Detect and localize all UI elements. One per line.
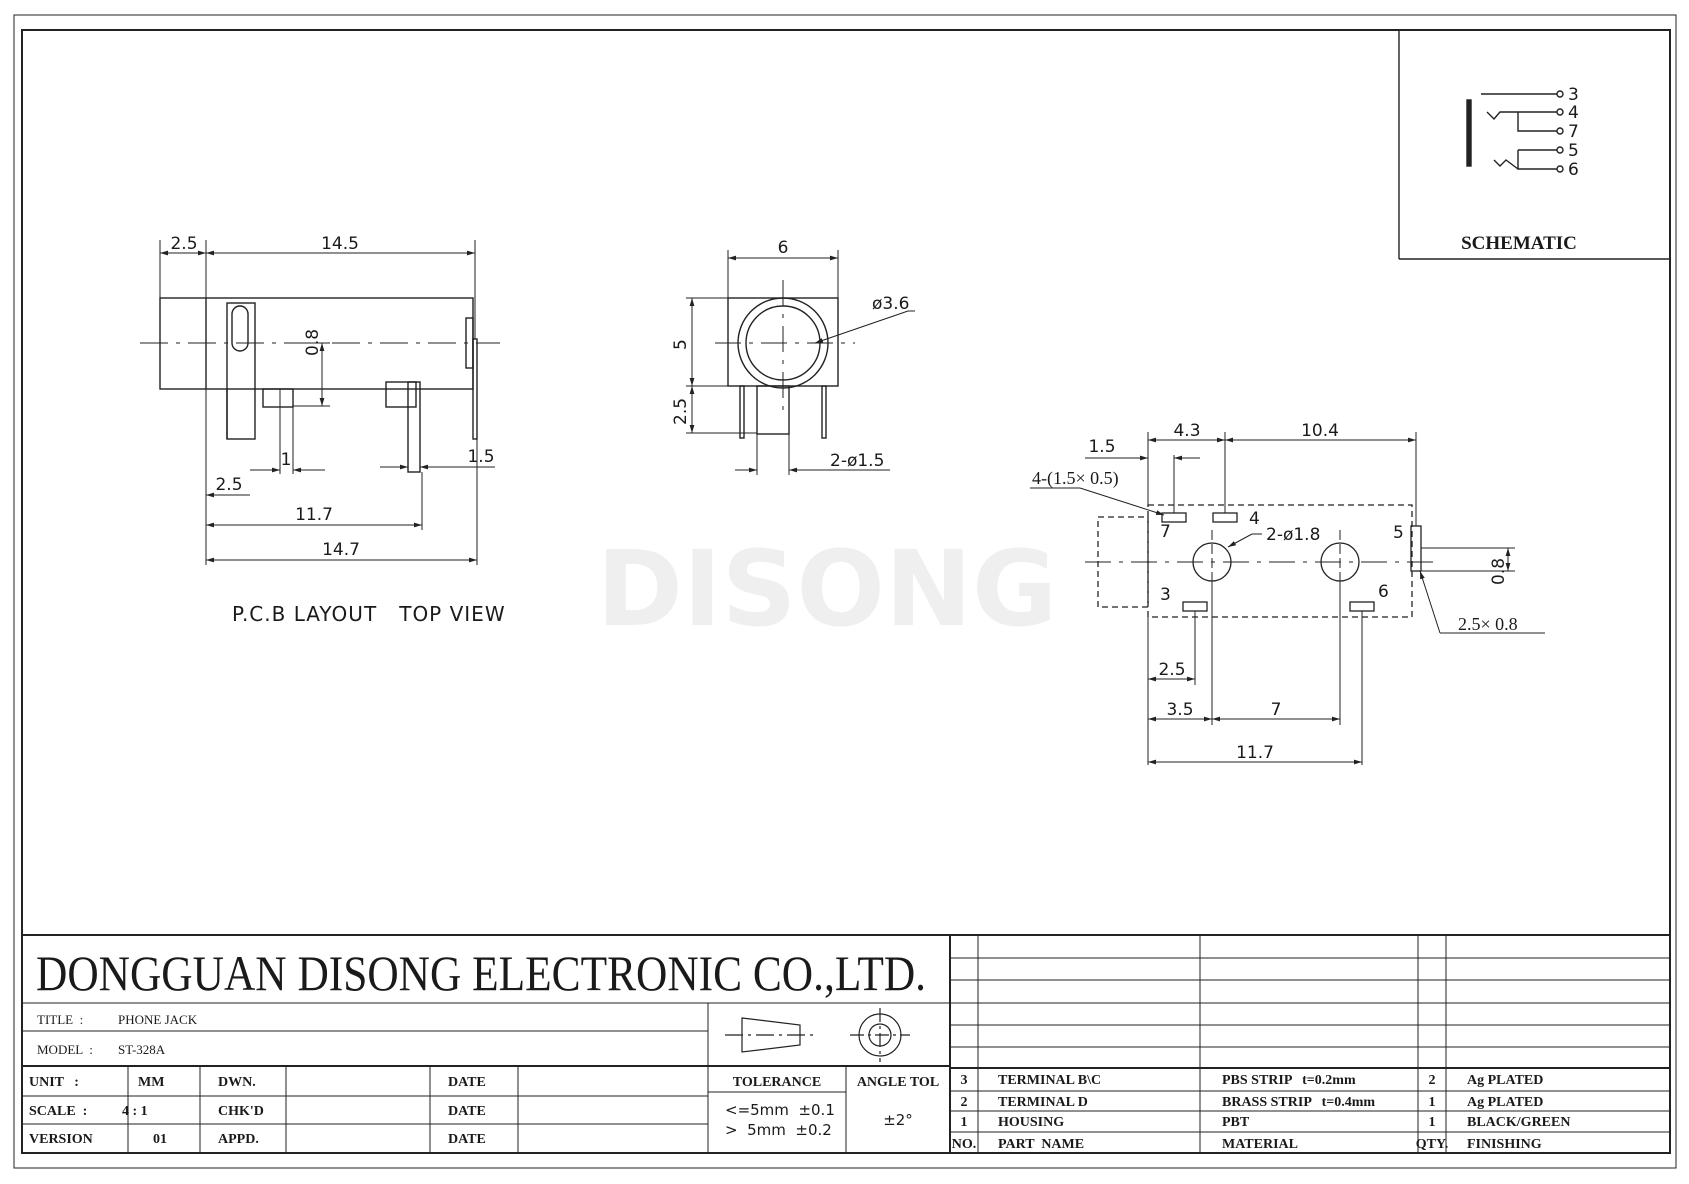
bom-row-1-part: HOUSING <box>998 1115 1064 1130</box>
bom-row-2-no: 2 <box>961 1095 968 1110</box>
bom-row-3-material: PBS STRIP t=0.2mm <box>1222 1073 1356 1088</box>
side-dim-14-7: 14.7 <box>322 540 360 560</box>
pcb-dim-pad-size: 4-(1.5× 0.5) <box>1032 468 1119 489</box>
bom-header-finish: FINISHING <box>1467 1137 1542 1152</box>
title-block-lines <box>22 934 1670 1153</box>
side-view-drawing <box>140 240 500 565</box>
side-dim-2-5-top: 2.5 <box>170 234 197 254</box>
schematic-label: SCHEMATIC <box>1461 233 1577 254</box>
bom-row-3-no: 3 <box>961 1073 968 1088</box>
schematic-pin-4: 4 <box>1568 103 1579 123</box>
side-dim-1: 1 <box>281 450 292 470</box>
front-dim-2-dia-1-5: 2-ø1.5 <box>830 451 884 471</box>
dwn-label: DWN. <box>218 1075 256 1090</box>
bom-row-3-qty: 2 <box>1429 1073 1436 1088</box>
schematic-pin-3: 3 <box>1568 85 1579 105</box>
pcb-pin-7: 7 <box>1160 522 1171 542</box>
bom-header-qty: QTY. <box>1416 1137 1449 1152</box>
projection-symbol <box>725 1008 910 1062</box>
tolerance-line-2: > 5mm ±0.2 <box>725 1121 832 1139</box>
front-dim-5: 5 <box>671 339 691 350</box>
bom-row-2-material: BRASS STRIP t=0.4mm <box>1222 1095 1375 1110</box>
title-value: PHONE JACK <box>118 1012 198 1027</box>
pcb-dim-1-5: 1.5 <box>1088 437 1115 457</box>
angle-tol-value: ±2° <box>883 1111 913 1129</box>
side-dim-1-5: 1.5 <box>467 447 494 467</box>
bom-row-1-finish: BLACK/GREEN <box>1467 1115 1570 1130</box>
front-view-drawing <box>686 250 915 475</box>
scale-value: 4 : 1 <box>122 1104 148 1119</box>
pcb-dim-3-5: 3.5 <box>1166 700 1193 720</box>
schematic-pin-6: 6 <box>1568 160 1579 180</box>
bom-header-no: NO. <box>952 1137 977 1152</box>
pcb-pin-5: 5 <box>1393 523 1404 543</box>
bom-row-1-qty: 1 <box>1429 1115 1436 1130</box>
bom-header-part: PART NAME <box>998 1137 1084 1152</box>
appd-label: APPD. <box>218 1132 259 1147</box>
pcb-layout-drawing <box>1030 432 1545 765</box>
title-label: TITLE : <box>37 1012 83 1027</box>
outer-border <box>13 14 1677 1169</box>
date-label-1: DATE <box>448 1075 486 1090</box>
front-dim-6: 6 <box>778 238 789 258</box>
pcb-pin-6: 6 <box>1378 582 1389 602</box>
side-dim-11-7: 11.7 <box>295 505 333 525</box>
unit-value: MM <box>138 1075 164 1090</box>
angle-tol-label: ANGLE TOL <box>857 1075 939 1090</box>
pcb-dim-2-5x0-8: 2.5× 0.8 <box>1458 614 1518 634</box>
tolerance-label: TOLERANCE <box>733 1075 821 1090</box>
date-label-3: DATE <box>448 1132 486 1147</box>
date-label-2: DATE <box>448 1104 486 1119</box>
model-value: ST-328A <box>118 1042 166 1057</box>
side-dim-2-5-bottom: 2.5 <box>215 475 242 495</box>
tolerance-line-1: <=5mm ±0.1 <box>725 1101 835 1119</box>
scale-label: SCALE : <box>29 1104 87 1119</box>
pcb-dim-2-dia-1-8: 2-ø1.8 <box>1266 525 1320 545</box>
side-dim-0-8: 0.8 <box>303 329 323 356</box>
chkd-label: CHK'D <box>218 1104 264 1119</box>
model-label: MODEL : <box>37 1042 93 1057</box>
company-name: DONGGUAN DISONG ELECTRONIC CO.,LTD. <box>36 945 926 1001</box>
bom-row-1-material: PBT <box>1222 1115 1250 1130</box>
pcb-dim-2-5: 2.5 <box>1158 660 1185 680</box>
schematic-pin-7: 7 <box>1568 122 1579 142</box>
front-dim-2-5: 2.5 <box>671 398 691 425</box>
pcb-dim-7: 7 <box>1271 700 1282 720</box>
pcb-pin-3: 3 <box>1160 585 1171 605</box>
pcb-dim-10-4: 10.4 <box>1301 421 1339 441</box>
version-value: 01 <box>153 1132 167 1147</box>
bom-row-2-qty: 1 <box>1429 1095 1436 1110</box>
pcb-dim-4-3: 4.3 <box>1173 421 1200 441</box>
schematic-panel <box>1398 30 1670 260</box>
unit-label: UNIT : <box>29 1075 79 1090</box>
version-label: VERSION <box>29 1132 93 1147</box>
schematic-pin-5: 5 <box>1568 141 1579 161</box>
front-dim-dia-3-6: ø3.6 <box>872 294 909 314</box>
bom-row-1-no: 1 <box>961 1115 968 1130</box>
watermark: DISONG <box>597 528 1058 650</box>
bom-row-2-finish: Ag PLATED <box>1467 1095 1543 1110</box>
bom-row-2-part: TERMINAL D <box>998 1095 1088 1110</box>
pcb-pin-4: 4 <box>1249 509 1260 529</box>
bom-row-3-part: TERMINAL B\C <box>998 1073 1101 1088</box>
bom-header-material: MATERIAL <box>1222 1137 1298 1152</box>
pcb-dim-0-8: 0.8 <box>1489 558 1509 585</box>
pcb-dim-11-7: 11.7 <box>1236 743 1274 763</box>
side-view-caption: P.C.B LAYOUT TOP VIEW <box>232 602 506 626</box>
bom-row-3-finish: Ag PLATED <box>1467 1073 1543 1088</box>
side-dim-14-5: 14.5 <box>321 234 359 254</box>
